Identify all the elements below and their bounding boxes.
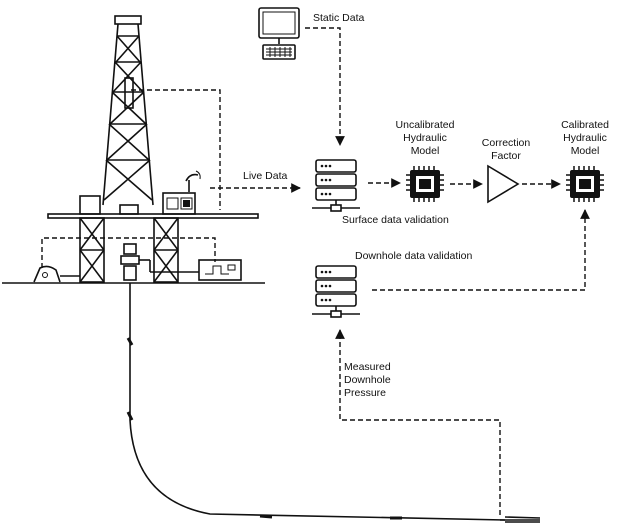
measured-label-3: Pressure [344, 387, 386, 399]
chip-icon [566, 166, 604, 202]
calibrated-label-1: Calibrated [561, 119, 609, 131]
uncalibrated-label-1: Uncalibrated [396, 119, 455, 131]
measured-label-2: Downhole [344, 374, 391, 386]
measured-label-1: Measured [344, 361, 391, 373]
uncalibrated-label-3: Model [411, 145, 440, 157]
calibrated-label-3: Model [571, 145, 600, 157]
live-data-label: Live Data [243, 170, 288, 182]
measured-pressure-arrow [335, 329, 501, 515]
server-icon [312, 265, 360, 318]
correction-label-1: Correction [482, 137, 531, 149]
static-data-arrow [305, 27, 345, 146]
computer-icon [258, 7, 300, 60]
correction-label-2: Factor [491, 150, 521, 162]
uncalibrated-label-2: Hydraulic [403, 132, 447, 144]
static-data-label: Static Data [313, 12, 365, 24]
chip-icon [406, 166, 444, 202]
drilling-rig-icon [2, 15, 541, 523]
surface-validation-label: Surface data validation [342, 214, 449, 226]
calibrated-label-2: Hydraulic [563, 132, 607, 144]
server-icon [312, 159, 360, 212]
downhole-to-calibrated-arrow [372, 209, 590, 291]
downhole-validation-label: Downhole data validation [355, 250, 472, 262]
triangle-icon [487, 164, 520, 204]
